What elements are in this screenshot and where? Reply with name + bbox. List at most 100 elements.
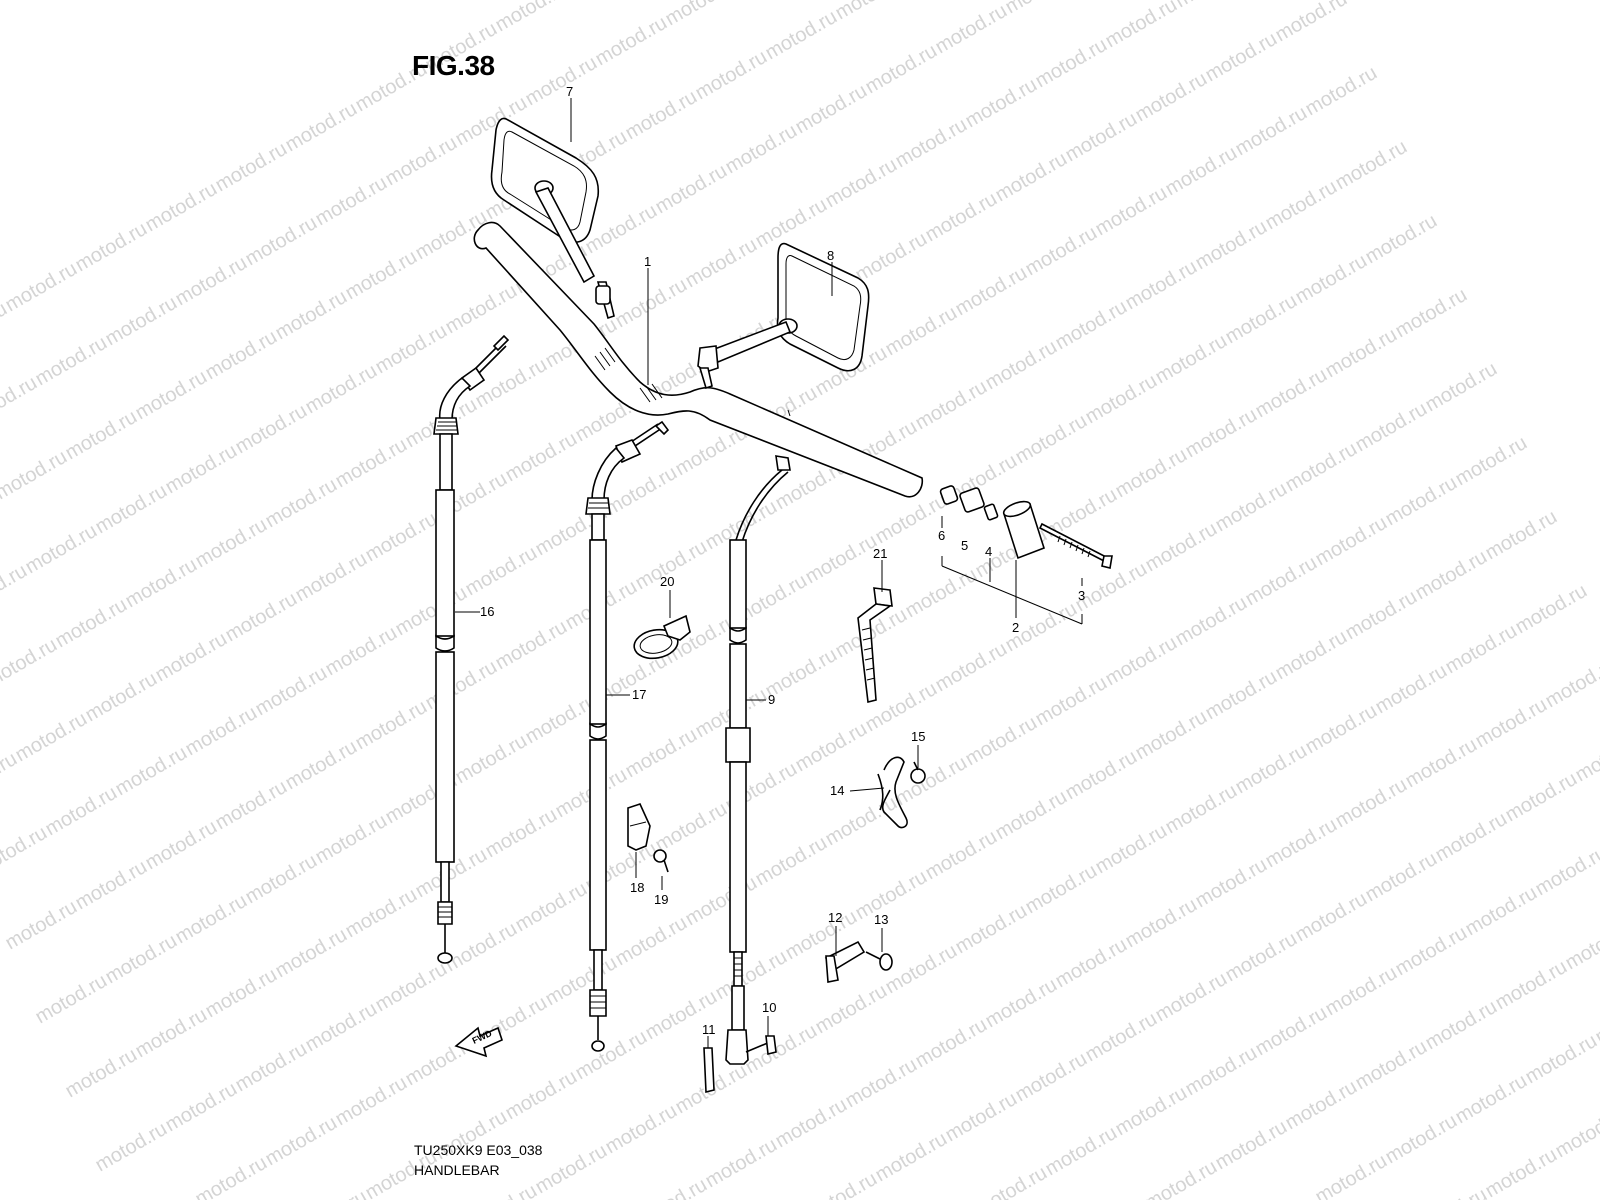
watermark-text: motod.ru — [1422, 996, 1501, 1055]
mirror-right-part[interactable] — [697, 242, 870, 390]
watermark-text: motod.ru — [1362, 210, 1441, 269]
watermark-text: motod.ru — [702, 1134, 781, 1193]
watermark-text: motod.ru — [1342, 586, 1421, 645]
watermark-text: motod.ru — [132, 366, 211, 425]
watermark-text: motod.ru — [372, 958, 451, 1017]
throttle-cable-part[interactable] — [585, 420, 670, 1052]
watermark-text: motod.ru — [1182, 404, 1261, 463]
watermark-text: motod.ru — [682, 234, 761, 293]
watermark-text: motod.ru — [602, 462, 681, 521]
callout-17: 17 — [632, 687, 646, 702]
watermark-text: motod.ru — [752, 194, 831, 253]
watermark-text: motod.ru — [902, 564, 981, 623]
watermark-text: motod.ru — [252, 662, 331, 721]
watermark-text: motod.ru — [802, 530, 881, 589]
watermark-text: motod.ru — [1482, 506, 1561, 565]
callout-16: 16 — [480, 604, 494, 619]
watermark-text: motod.ru — [492, 0, 571, 36]
watermark-text: motod.ru — [1352, 1036, 1431, 1095]
handlebar-part[interactable] — [473, 221, 924, 498]
callout-14: 14 — [830, 783, 844, 798]
watermark-text: motod.ru — [1122, 894, 1201, 953]
watermark-text: motod.ru — [1152, 968, 1231, 1027]
watermark-text: motod.ru — [892, 114, 971, 173]
callout-13: 13 — [874, 912, 888, 927]
watermark-text: motod.ru — [532, 1140, 611, 1199]
watermark-text: motod.ru — [1222, 928, 1301, 987]
watermark-text: motod.ru — [472, 354, 551, 413]
watermark-text: motod.ru — [1172, 0, 1251, 12]
bolt-15-part[interactable] — [910, 761, 926, 784]
watermark-text: motod.ru — [312, 810, 391, 869]
watermark-text: motod.ru — [72, 856, 151, 915]
watermark-text: motod.ru — [1162, 142, 1241, 201]
watermark-text: motod.ru — [1272, 0, 1351, 46]
watermark-text: motod.ru — [1442, 620, 1521, 679]
watermark-text: motod.ru — [952, 900, 1031, 959]
watermark-text: motod.ru — [1082, 1008, 1161, 1067]
clamp-14-part[interactable] — [877, 756, 908, 829]
watermark-text: motod.ru — [482, 804, 561, 863]
watermark-text: motod.ru — [462, 1180, 541, 1200]
watermark-text: motod.ru — [0, 822, 51, 881]
watermark-text: motod.ru — [832, 0, 911, 24]
watermark-text: motod.ru — [92, 480, 171, 539]
section-name: HANDLEBAR — [414, 1162, 500, 1178]
cable-tie-21-part[interactable] — [857, 587, 893, 703]
watermark-text: motod.ru — [822, 792, 901, 851]
grip-end-assembly[interactable] — [939, 485, 1113, 569]
clutch-cable-part[interactable] — [433, 334, 510, 964]
front-brake-cable-part[interactable] — [703, 455, 791, 1094]
watermark-text: motod.ru — [192, 514, 271, 573]
watermark-text: motod.ru — [802, 1168, 881, 1200]
mirror-left-part[interactable] — [490, 117, 615, 320]
watermark-text: motod.ru — [1422, 358, 1501, 417]
watermark-text: motod.ru — [502, 428, 581, 487]
watermark-text: motod.ru — [2, 258, 81, 317]
watermark-text: motod.ru — [332, 1072, 411, 1131]
watermark-text: motod.ru — [1012, 1048, 1091, 1107]
watermark-text: motod.ru — [32, 332, 111, 391]
callout-10: 10 — [762, 1000, 776, 1015]
watermark-text: motod.ru — [1312, 512, 1391, 571]
watermark-text: motod.ru — [1282, 1076, 1361, 1135]
watermark-text: motod.ru — [1152, 330, 1231, 389]
watermark-text: motod.ru — [1272, 626, 1351, 685]
watermark-text: motod.ru — [792, 80, 871, 139]
watermark-text: motod.ru — [82, 668, 161, 727]
watermark-text: motod.ru — [1482, 1144, 1561, 1200]
watermark-text: motod.ru — [132, 1004, 211, 1063]
bolt-13-part[interactable] — [865, 951, 893, 971]
watermark-text: motod.ru — [302, 360, 381, 419]
watermark-text: motod.ru — [212, 776, 291, 835]
callout-labels: 7 8 1 16 17 9 20 21 6 5 4 2 3 15 14 18 1… — [480, 84, 1085, 1037]
cable-guide-18-part[interactable] — [627, 803, 651, 851]
watermark-text: motod.ru — [1052, 934, 1131, 993]
callout-7: 7 — [566, 84, 573, 99]
bolt-19-part[interactable] — [653, 849, 669, 873]
watermark-text: motod.ru — [1062, 108, 1141, 167]
watermark-text: motod.ru — [1232, 102, 1311, 161]
watermark-text: motod.ru — [0, 372, 41, 431]
watermark-text: motod.ru — [512, 878, 591, 937]
watermark-text: motod.ru — [1002, 0, 1081, 18]
watermark-text: motod.ru — [962, 712, 1041, 771]
watermark-text: motod.ru — [372, 320, 451, 379]
figure-title: FIG.38 — [412, 50, 495, 81]
watermark-text: motod.ru — [92, 1118, 171, 1177]
watermark-text: motod.ru — [762, 6, 841, 65]
watermark-text: motod.ru — [952, 262, 1031, 321]
watermark-text: motod.ru — [1222, 290, 1301, 349]
watermark-text: motod.ru — [102, 292, 181, 351]
watermark-text: motod.ru — [232, 400, 311, 459]
watermark-text: motod.ru — [1432, 808, 1511, 867]
watermark-text: motod.ru — [1242, 552, 1321, 611]
cable-clamp-20-part[interactable] — [632, 614, 691, 662]
watermark-text: motod.ru — [652, 798, 731, 857]
watermark-text: motod.ru — [272, 286, 351, 345]
holder-12-part[interactable] — [824, 940, 866, 983]
watermark-text: motod.ru — [972, 1162, 1051, 1200]
watermark-text: motod.ru — [332, 434, 411, 493]
watermark-text: motod.ru — [32, 970, 111, 1029]
